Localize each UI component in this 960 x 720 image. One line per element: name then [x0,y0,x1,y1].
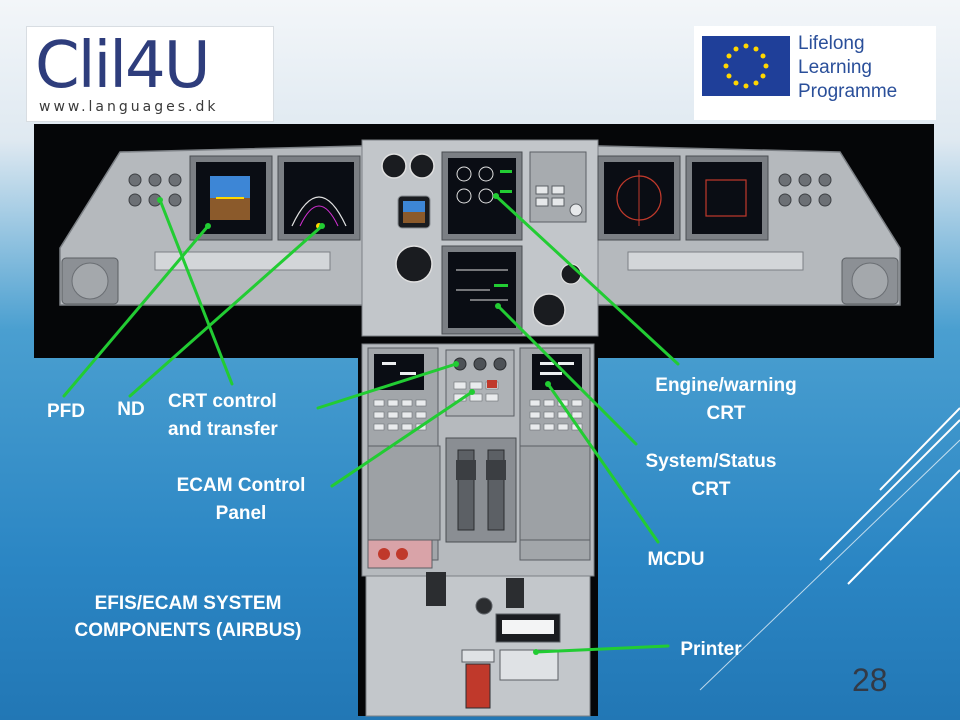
flaps-lever [506,578,524,608]
label-crt-control: CRT control and transfer [168,391,278,440]
arrow-crt-control [158,198,234,386]
diagram-caption: EFIS/ECAM SYSTEM COMPONENTS (AIRBUS) [74,593,302,641]
arrow-system-status [496,304,638,446]
arrow-heads [157,193,551,655]
label-system-status-crt: System/Status CRT [645,451,777,500]
parking-brake-handle [465,663,491,709]
label-engine-warning-crt: Engine/warning CRT [655,375,797,424]
left-mcdu-screen [374,354,424,390]
llp-logo-text: Lifelong Learning Programme [798,33,898,102]
label-printer: Printer [680,639,742,660]
right-radio-panel [519,445,591,541]
slide-number: 28 [852,662,888,698]
printer-body [499,649,559,681]
callout-arrows [62,194,680,654]
label-pfd: PFD [47,401,85,422]
captain-nd-screen [284,162,354,234]
arrow-nd [128,224,324,398]
clil4u-logo-text: Clil4U [35,29,211,103]
label-mcdu: MCDU [647,549,705,570]
lifelong-learning-logo: Lifelong Learning Programme [694,26,936,120]
arrow-crt-transfer [316,362,458,410]
left-crt-control-knobs [128,173,182,207]
arrow-mcdu [546,382,660,544]
right-control-strip [627,251,804,271]
clil4u-logo-url: www.languages.dk [39,99,219,115]
clil4u-logo: Clil4U www.languages.dk [26,26,274,122]
arrow-ecam-control [330,390,474,488]
arrow-pfd [62,224,210,398]
right-crt-control-knobs [778,173,832,207]
eu-flag-icon [702,36,790,96]
label-nd: ND [117,399,145,420]
speedbrake-lever [426,572,446,606]
left-radio-panel [367,445,441,541]
decorative-diagonal-lines [699,407,960,691]
rudder-trim-knob [475,597,493,615]
arrow-engine-warning [494,194,680,366]
throttle-quadrant [445,437,517,543]
arrow-printer [534,644,670,654]
label-ecam-control-panel: ECAM Control Panel [176,475,306,524]
fo-pfd-screen [692,162,762,234]
park-brake-placard [461,649,495,663]
